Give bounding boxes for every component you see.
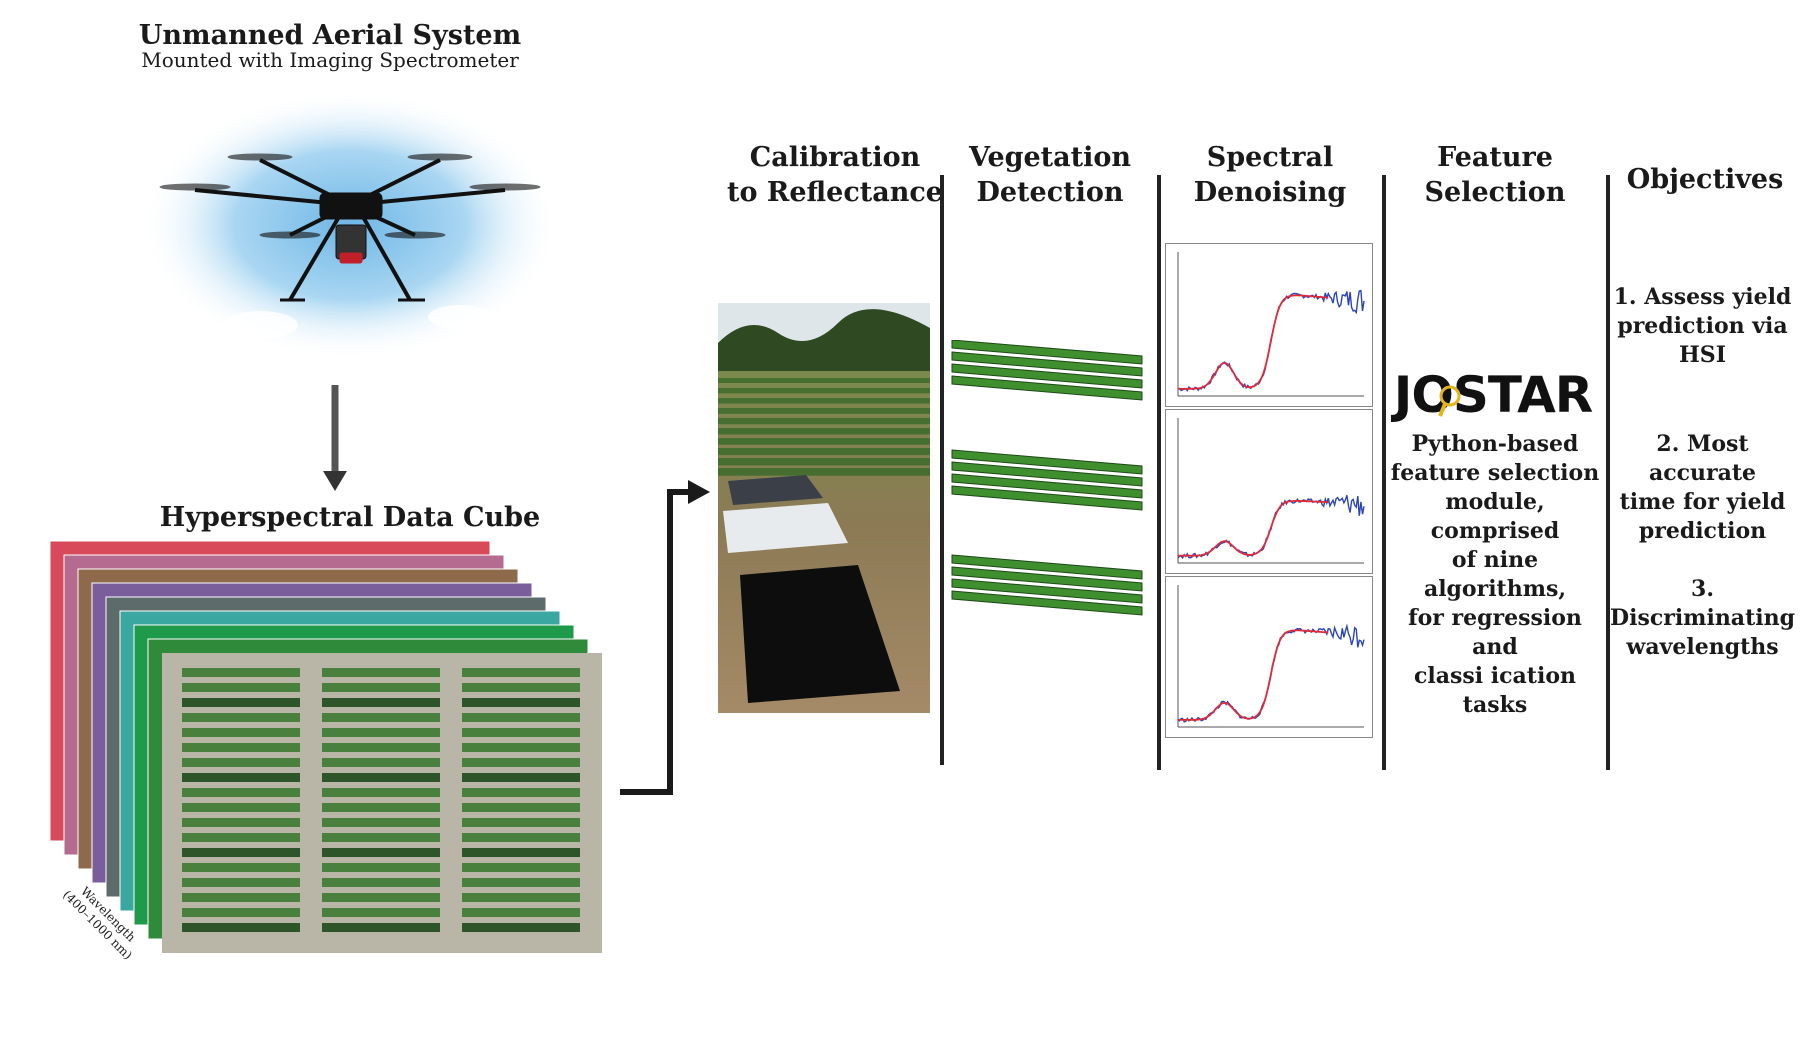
cube-title: Hyperspectral Data Cube <box>159 502 541 533</box>
drone-icon <box>159 153 541 302</box>
black-panel <box>740 565 900 703</box>
vegetation-mask <box>951 554 1143 616</box>
objective-line: 3. Discriminating <box>1610 576 1795 631</box>
description-line: Python-based <box>1411 431 1579 457</box>
column-separator <box>1606 175 1610 770</box>
uas-title: Unmanned Aerial System <box>138 20 522 51</box>
column-header-line2: Selection <box>1424 177 1566 208</box>
column-separator <box>1382 175 1386 770</box>
smoothed-spectrum-line <box>1178 500 1329 557</box>
column-header-line1: Calibration <box>749 142 921 173</box>
objective-line: prediction <box>1638 518 1767 544</box>
hyperspectral-cube <box>49 540 602 953</box>
cube-front-face <box>162 653 602 953</box>
drone-illustration <box>140 90 560 360</box>
objective-line: HSI <box>1679 342 1726 368</box>
column-header-feature-selection: Feature Selection <box>1395 140 1595 210</box>
objective-2: 2. Most accurate time for yield predicti… <box>1610 430 1795 546</box>
column-header-line1: Spectral <box>1206 142 1334 173</box>
vegetation-mask <box>951 340 1143 401</box>
down-arrow <box>323 385 347 491</box>
jostar-logo: JOSTAR <box>1391 366 1594 424</box>
column-separator <box>940 175 944 765</box>
jostar-logo-text: JOSTAR <box>1391 366 1593 424</box>
column-header-line2: Denoising <box>1193 177 1347 208</box>
column-header-line2: to Reflectance <box>727 177 943 208</box>
objective-1: 1. Assess yield prediction via HSI <box>1610 283 1795 370</box>
column-header-line1: Feature <box>1437 142 1553 173</box>
spectral-plot-1 <box>1165 243 1373 407</box>
vegetation-masks <box>951 340 1143 616</box>
description-line: module, comprised <box>1430 489 1560 544</box>
smoothed-spectrum-line <box>1178 629 1329 721</box>
description-line: classi ication tasks <box>1414 663 1576 718</box>
calibration-field-photo <box>718 303 930 713</box>
column-header-objectives: Objectives <box>1626 164 1784 195</box>
column-header-calibration: Calibration to Reflectance <box>720 140 950 210</box>
column-header-denoising: Spectral Denoising <box>1170 140 1370 210</box>
white-panel <box>723 503 848 553</box>
column-header-vegetation: Vegetation Detection <box>950 140 1150 210</box>
spectrum-chart <box>1177 252 1365 397</box>
objective-3: 3. Discriminating wavelengths <box>1605 575 1800 662</box>
connector-arrow <box>620 480 710 795</box>
objective-line: 1. Assess yield <box>1613 284 1792 310</box>
vegetation-mask <box>951 449 1143 511</box>
objective-line: time for yield <box>1619 489 1786 515</box>
magnifier-icon <box>1439 385 1461 407</box>
feature-selection-description: Python-based feature selection module, c… <box>1385 430 1605 720</box>
spectral-plot-2 <box>1165 409 1373 574</box>
uas-subtitle: Mounted with Imaging Spectrometer <box>141 48 519 72</box>
spectrum-chart <box>1177 585 1365 728</box>
smoothed-spectrum-line <box>1178 294 1329 390</box>
dark-panel <box>728 475 823 505</box>
cloud <box>428 305 492 329</box>
description-line: of nine algorithms, <box>1423 547 1567 602</box>
column-header-line1: Vegetation <box>968 142 1132 173</box>
column-separator <box>1157 175 1161 770</box>
column-header-line2: Detection <box>976 177 1124 208</box>
spectral-plot-3 <box>1165 576 1373 738</box>
objective-line: prediction via <box>1617 313 1788 339</box>
spectrum-chart <box>1177 418 1365 564</box>
description-line: feature selection <box>1390 460 1600 486</box>
objective-line: wavelengths <box>1626 634 1779 660</box>
objective-line: 2. Most accurate <box>1648 431 1757 486</box>
description-line: for regression and <box>1408 605 1582 660</box>
cloud <box>222 311 298 339</box>
